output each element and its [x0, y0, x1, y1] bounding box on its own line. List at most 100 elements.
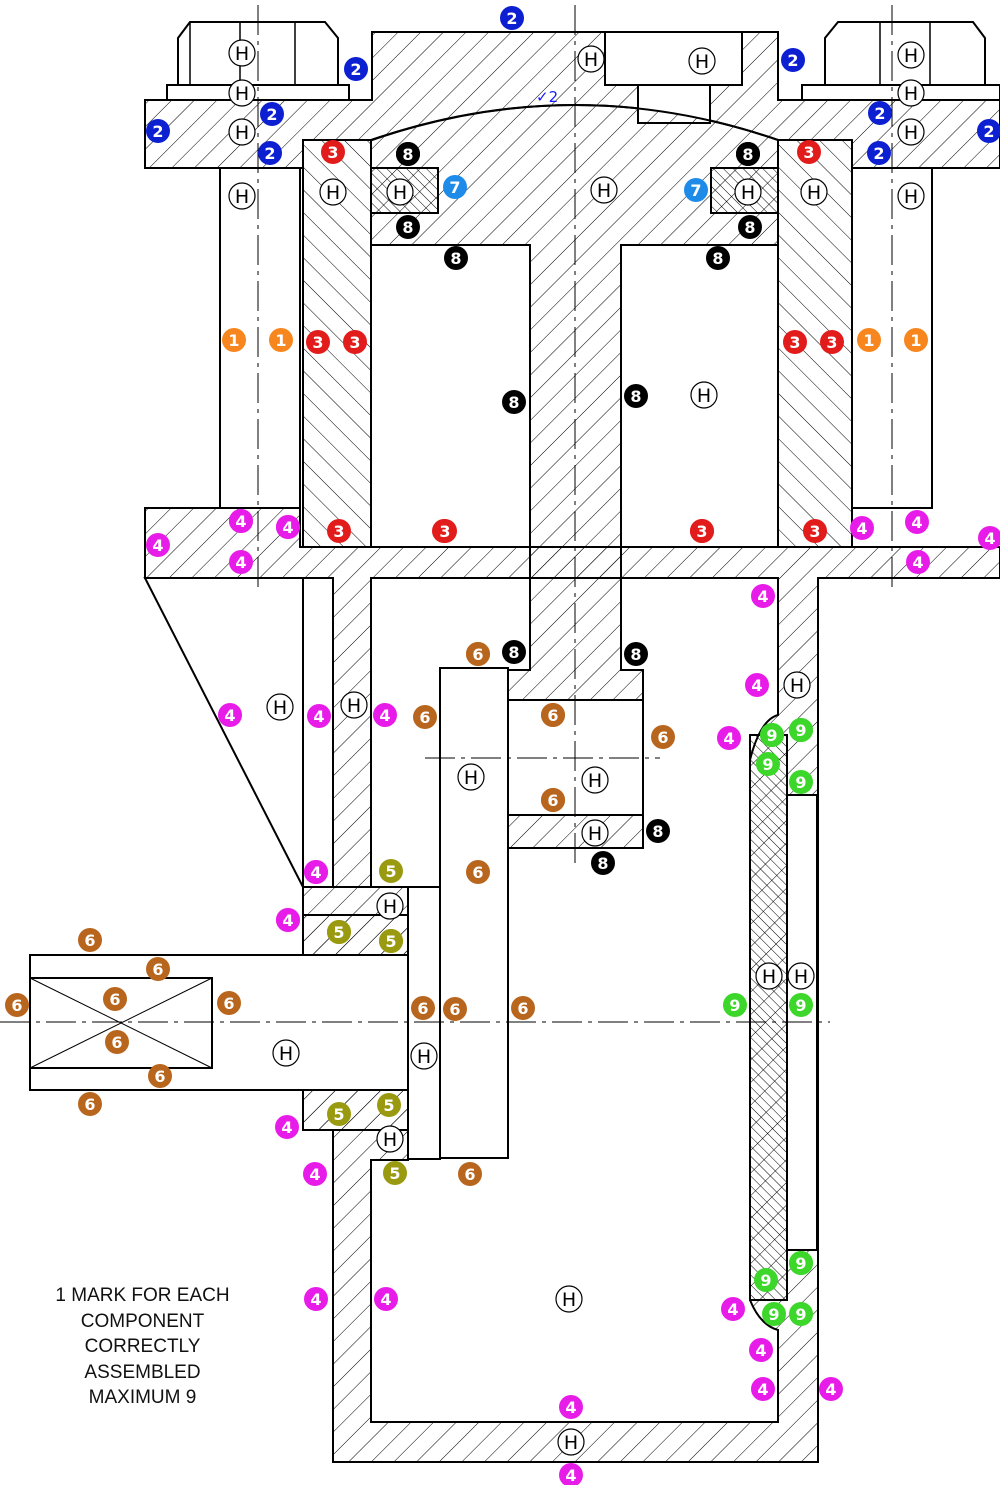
hatch-symbol: H — [783, 671, 811, 699]
balloon-number: 4 — [912, 553, 923, 572]
balloon-circle — [511, 996, 535, 1020]
balloon-circle — [736, 142, 760, 166]
balloon-circle — [591, 851, 615, 875]
balloon-4: 4 — [304, 860, 328, 884]
balloon-number: 9 — [795, 996, 806, 1015]
balloon-circle — [789, 718, 813, 742]
balloon-circle — [413, 705, 437, 729]
balloon-number: 9 — [795, 1254, 806, 1273]
balloon-5: 5 — [327, 920, 351, 944]
balloon-circle — [684, 178, 708, 202]
balloon-6: 6 — [148, 1064, 172, 1088]
balloon-9: 9 — [789, 718, 813, 742]
balloon-number: 6 — [547, 791, 558, 810]
balloon-number: 4 — [856, 519, 867, 538]
balloon-number: 2 — [787, 51, 798, 70]
balloon-1: 1 — [269, 328, 293, 352]
balloon-number: 2 — [264, 144, 275, 163]
balloon-number: 3 — [696, 522, 707, 541]
balloon-9: 9 — [789, 1302, 813, 1326]
balloon-4: 4 — [850, 516, 874, 540]
balloon-6: 6 — [466, 860, 490, 884]
balloon-circle — [105, 1030, 129, 1054]
balloon-6: 6 — [458, 1162, 482, 1186]
balloon-6: 6 — [541, 703, 565, 727]
hatch-symbol: H — [410, 1042, 438, 1070]
balloon-circle — [258, 141, 282, 165]
svg-text:H: H — [597, 180, 611, 202]
balloon-number: 9 — [762, 755, 773, 774]
balloon-circle — [343, 330, 367, 354]
balloon-number: 8 — [402, 218, 413, 237]
balloon-number: 6 — [84, 931, 95, 950]
balloon-circle — [458, 1162, 482, 1186]
marking-note: 1 MARK FOR EACH COMPONENT CORRECTLY ASSE… — [20, 1283, 265, 1411]
balloon-4: 4 — [307, 704, 331, 728]
balloon-4: 4 — [978, 526, 1000, 550]
balloon-2: 2 — [500, 6, 524, 30]
balloon-circle — [789, 770, 813, 794]
balloon-circle — [373, 703, 397, 727]
svg-text:H: H — [235, 43, 249, 65]
balloon-9: 9 — [789, 770, 813, 794]
svg-text:H: H — [417, 1046, 431, 1068]
balloon-3: 3 — [783, 330, 807, 354]
shaft-collar — [407, 886, 441, 1160]
balloon-6: 6 — [78, 1092, 102, 1116]
balloon-number: 2 — [506, 9, 517, 28]
balloon-number: 6 — [11, 996, 22, 1015]
balloon-4: 4 — [276, 908, 300, 932]
balloon-number: 9 — [766, 726, 777, 745]
balloon-circle — [867, 141, 891, 165]
balloon-circle — [443, 175, 467, 199]
svg-text:H: H — [235, 186, 249, 208]
balloon-9: 9 — [756, 752, 780, 776]
balloon-circle — [146, 533, 170, 557]
svg-text:H: H — [279, 1043, 293, 1065]
hatch-symbol: H — [555, 1285, 583, 1313]
balloon-number: 4 — [235, 553, 246, 572]
balloon-4: 4 — [721, 1297, 745, 1321]
balloon-circle — [5, 993, 29, 1017]
balloon-number: 8 — [450, 249, 461, 268]
balloon-number: 8 — [508, 393, 519, 412]
balloon-number: 7 — [690, 181, 701, 200]
note-line-3: CORRECTLY — [84, 1336, 201, 1357]
balloon-8: 8 — [444, 246, 468, 270]
balloon-9: 9 — [762, 1302, 786, 1326]
balloon-number: 3 — [826, 333, 837, 352]
hatch-symbol: H — [228, 39, 256, 67]
balloon-6: 6 — [511, 996, 535, 1020]
balloon-circle — [868, 101, 892, 125]
balloon-circle — [502, 640, 526, 664]
balloon-circle — [541, 703, 565, 727]
balloon-8: 8 — [736, 142, 760, 166]
balloon-number: 1 — [228, 331, 239, 350]
balloon-number: 2 — [266, 105, 277, 124]
balloon-circle — [500, 6, 524, 30]
balloon-circle — [379, 929, 403, 953]
balloon-circle — [304, 860, 328, 884]
side-cover — [749, 734, 788, 1301]
balloon-circle — [717, 726, 741, 750]
balloon-number: 4 — [380, 1290, 391, 1309]
balloon-3: 3 — [321, 140, 345, 164]
balloon-number: 5 — [333, 1105, 344, 1124]
balloon-circle — [751, 1377, 775, 1401]
svg-text:H: H — [588, 770, 602, 792]
balloon-3: 3 — [306, 330, 330, 354]
balloon-number: 4 — [757, 587, 768, 606]
balloon-4: 4 — [559, 1463, 583, 1485]
balloon-circle — [275, 1115, 299, 1139]
svg-text:H: H — [904, 45, 918, 67]
balloon-circle — [304, 1287, 328, 1311]
balloon-number: 4 — [310, 1290, 321, 1309]
balloon-number: 3 — [349, 333, 360, 352]
balloon-number: 2 — [152, 122, 163, 141]
balloon-number: 3 — [803, 143, 814, 162]
balloon-number: 9 — [729, 996, 740, 1015]
balloon-2: 2 — [867, 141, 891, 165]
balloon-number: 6 — [419, 708, 430, 727]
balloon-6: 6 — [541, 788, 565, 812]
